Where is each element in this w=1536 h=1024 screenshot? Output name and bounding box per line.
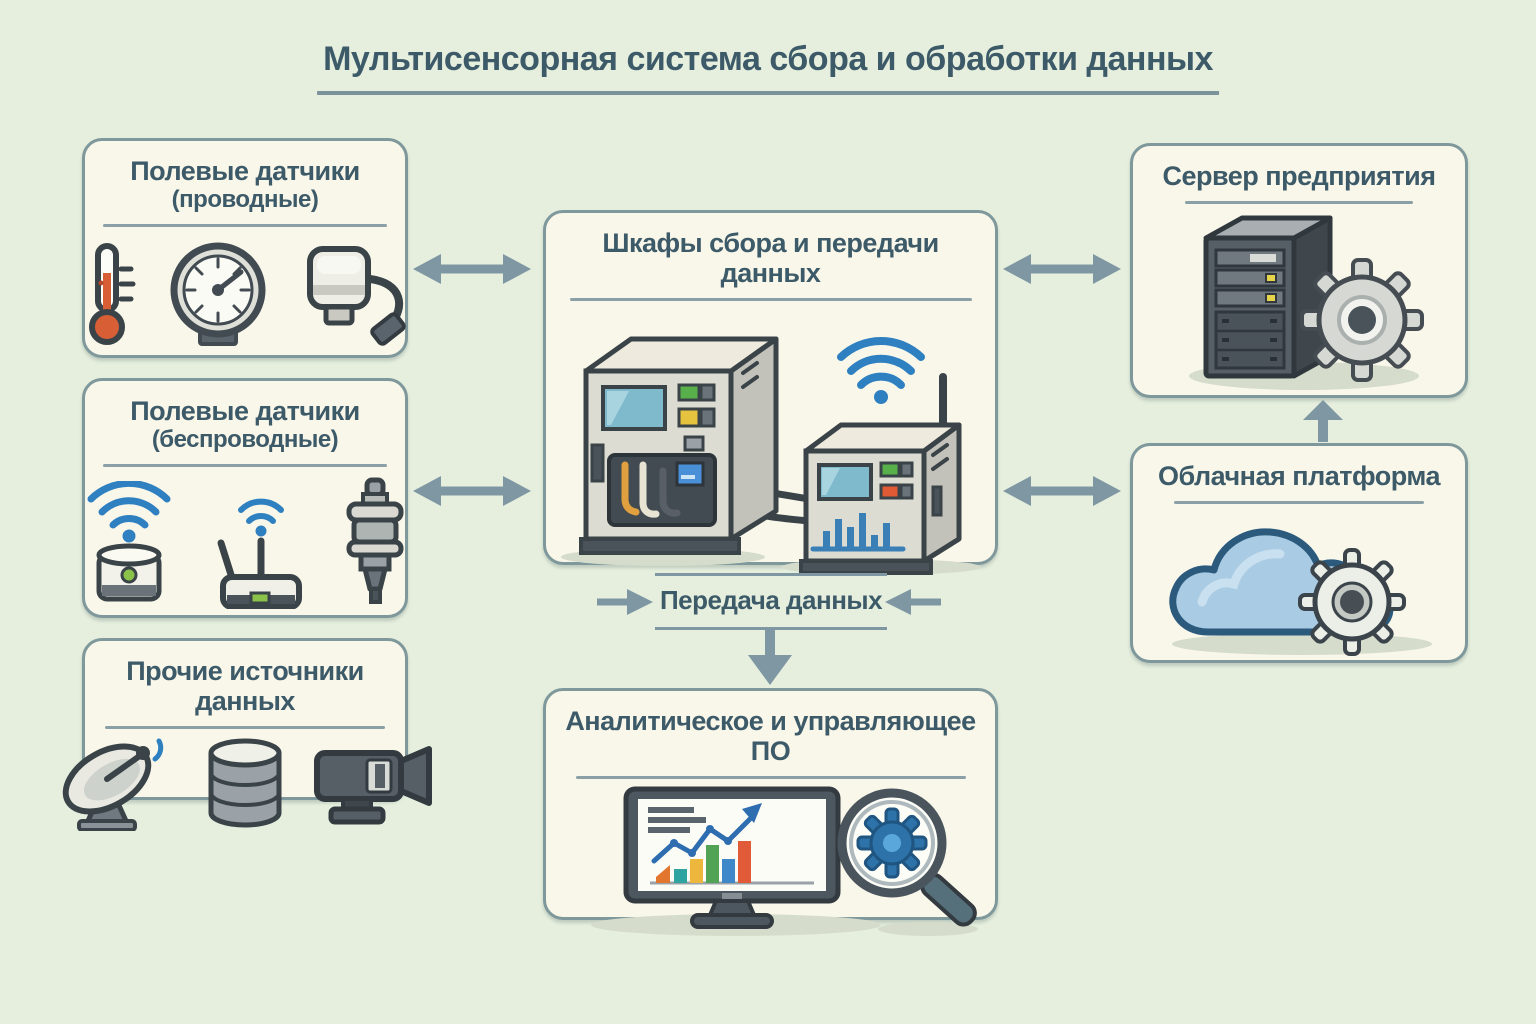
- arrow-cabinets-to-cloud: [1003, 476, 1121, 506]
- arrow-cloud-to-server: [1303, 400, 1343, 442]
- probe-sensor-icon: [346, 477, 404, 605]
- monitor-chart-illustration: [623, 786, 840, 930]
- wired-cabinet-illustration: [578, 336, 778, 556]
- wired-sensor-icon: [307, 246, 406, 346]
- pressure-gauge-icon: [170, 242, 266, 347]
- node-cloud: Облачная платформа: [1130, 443, 1468, 663]
- camera-icon: [314, 746, 432, 825]
- arrow-into-transfer-left: [597, 589, 653, 615]
- magnifier-gear-icon: [837, 788, 977, 927]
- transfer-label: Передача данных: [655, 573, 887, 630]
- divider: [105, 726, 385, 730]
- divider: [1185, 201, 1413, 205]
- database-icon: [208, 738, 282, 828]
- arrow-wireless-to-cabinets: [413, 476, 531, 506]
- node-software: Аналитическое и управляющее ПО: [543, 688, 998, 937]
- arrow-wired-to-cabinets: [413, 254, 531, 284]
- gear-icon: [1298, 548, 1406, 657]
- node-cabinets: Шкафы сбора и передачи данных: [543, 210, 998, 576]
- software-illustration: [590, 786, 978, 937]
- divider: [1174, 501, 1424, 505]
- divider: [575, 776, 966, 780]
- bar-chart-glyph: [822, 513, 890, 550]
- arrow-transfer-to-software: [748, 629, 792, 685]
- node-subtitle: (проводные): [171, 186, 319, 214]
- divider: [103, 464, 387, 468]
- icon-row: [62, 735, 432, 832]
- divider: [103, 224, 387, 228]
- gear-icon: [1300, 258, 1424, 383]
- satellite-dish-icon: [62, 738, 164, 832]
- thermometer-icon: [89, 243, 136, 346]
- wireless-cabinet-illustration: [798, 337, 961, 576]
- node-server: Сервер предприятия: [1130, 143, 1468, 398]
- wireless-sensor-icon: [87, 481, 171, 602]
- wifi-icon: [836, 337, 925, 390]
- node-title: Прочие источники данных: [126, 656, 364, 717]
- node-other-sources: Прочие источники данных: [62, 638, 432, 832]
- node-title: Шкафы сбора и передачи данных: [602, 228, 939, 289]
- divider: [569, 298, 972, 302]
- arrow-into-transfer-right: [885, 589, 941, 615]
- arrow-cabinets-to-server: [1003, 254, 1121, 284]
- icon-row: [85, 475, 405, 610]
- node-wired-sensors: Полевые датчики (проводные): [82, 138, 408, 358]
- node-title: Аналитическое и управляющее ПО: [565, 706, 976, 767]
- server-tower-icon: [1203, 215, 1333, 379]
- bar-chart-glyph: [655, 841, 751, 884]
- data-cabinets-illustration: [560, 336, 981, 576]
- line-chart-glyph: [651, 803, 762, 864]
- icon-row: [85, 241, 406, 347]
- page-title: Мультисенсорная система сбора и обработк…: [317, 40, 1219, 95]
- node-title: Полевые датчики: [130, 156, 360, 186]
- node-title: Полевые датчики: [130, 396, 360, 426]
- node-title: Сервер предприятия: [1162, 161, 1436, 191]
- server-illustration: [1189, 215, 1424, 391]
- node-subtitle: (беспроводные): [151, 426, 339, 454]
- node-title: Облачная платформа: [1158, 461, 1441, 491]
- cloud-illustration: [1169, 528, 1432, 657]
- radio-gateway-icon: [217, 498, 302, 610]
- node-wireless-sensors: Полевые датчики (беспроводные): [82, 378, 408, 618]
- gear-icon: [856, 807, 927, 879]
